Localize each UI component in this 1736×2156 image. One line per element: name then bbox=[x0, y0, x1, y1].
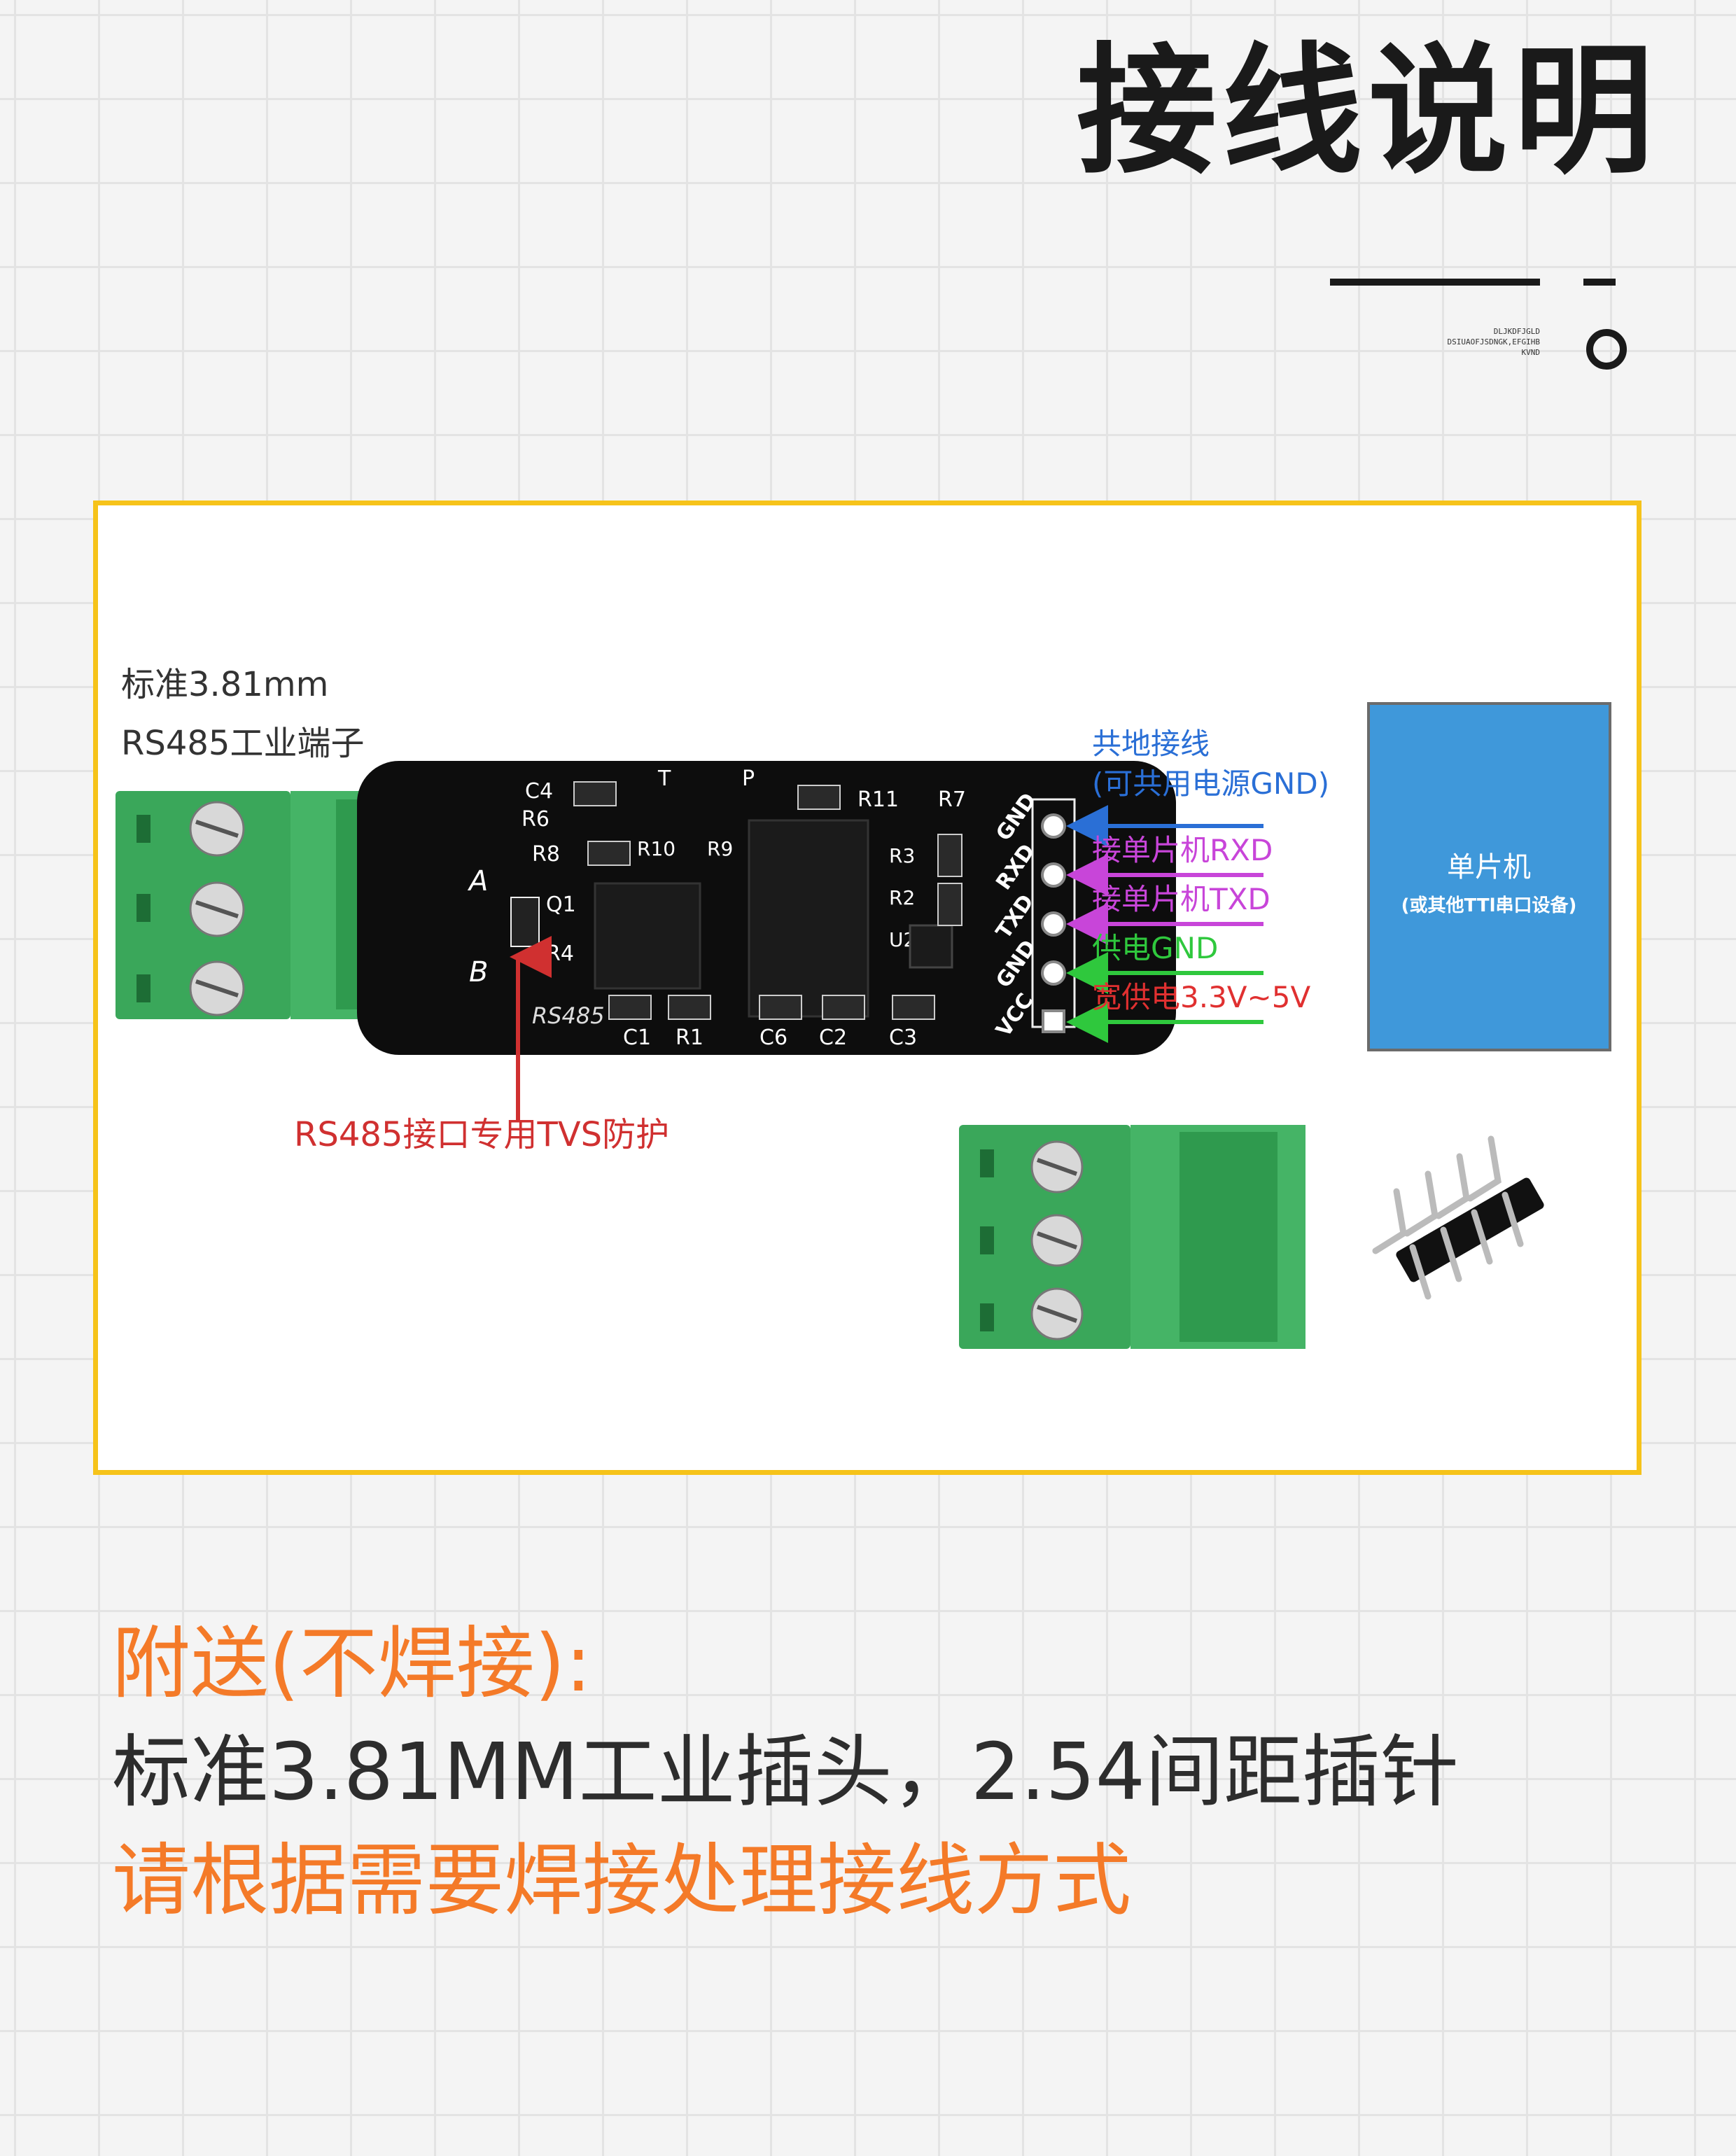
screw-icon bbox=[1030, 1140, 1084, 1194]
decorative-dash bbox=[1583, 279, 1616, 286]
accessory-description: 标准3.81MM工业插头，2.54间距插针 bbox=[112, 1727, 1460, 1818]
board-label-t: T bbox=[657, 766, 671, 791]
board-label-c6: C6 bbox=[760, 1026, 788, 1050]
board-label-c2: C2 bbox=[819, 1026, 847, 1050]
pin-hole bbox=[1041, 862, 1066, 888]
board-label-r8: R8 bbox=[532, 842, 560, 867]
screw-icon bbox=[1030, 1287, 1084, 1340]
board-label-r1: R1 bbox=[676, 1026, 704, 1050]
page-title: 接线说明 bbox=[1076, 30, 1659, 193]
board-label-c1: C1 bbox=[623, 1026, 651, 1050]
tvs-note: RS485接口专用TVS防护 bbox=[294, 1115, 669, 1154]
terminal-label-line2: RS485工业端子 bbox=[121, 724, 364, 763]
board-label-q1: Q1 bbox=[546, 892, 576, 917]
decorative-caption: DLJKDFJGLD DSIUAOFJSDNGK,EFGIHB KVND bbox=[1365, 326, 1540, 358]
soldering-note: 请根据需要焊接处理接线方式 bbox=[112, 1835, 1131, 1926]
pin-hole bbox=[1041, 911, 1066, 937]
deco-caption-line: KVND bbox=[1521, 348, 1541, 357]
board-label-r9: R9 bbox=[707, 837, 733, 860]
mcu-sublabel: (或其他TTl串口设备) bbox=[1401, 895, 1577, 916]
deco-caption-line: DSIUAOFJSDNGK,EFGIHB bbox=[1447, 337, 1540, 346]
pin-descriptions: 共地接线 (可共用电源GND) 接单片机RXD 接单片机TXD 供电GND 宽供… bbox=[1066, 727, 1329, 1043]
accessory-terminal-block bbox=[959, 1125, 1306, 1349]
pin-desc-gnd-power: 供电GND bbox=[1092, 931, 1218, 965]
screw-icon bbox=[189, 801, 245, 857]
board-label-r3: R3 bbox=[889, 844, 915, 867]
decorative-circle-icon bbox=[1586, 329, 1627, 370]
board-label-p: P bbox=[742, 766, 755, 791]
wiring-diagram: 标准3.81mm RS485工业端子 A B RS485 C4 R6 R8 Q1… bbox=[115, 665, 1611, 1349]
pin-desc-rxd: 接单片机RXD bbox=[1092, 833, 1273, 867]
board-label-r10: R10 bbox=[637, 837, 676, 860]
wiring-diagram-panel: 标准3.81mm RS485工业端子 A B RS485 C4 R6 R8 Q1… bbox=[93, 500, 1642, 1475]
board-label-c3: C3 bbox=[889, 1026, 917, 1050]
decorative-line bbox=[1330, 279, 1540, 286]
board-label-r7: R7 bbox=[938, 788, 966, 812]
deco-caption-line: DLJKDFJGLD bbox=[1493, 327, 1540, 336]
tvs-diode bbox=[510, 897, 540, 947]
board-label-b: B bbox=[469, 956, 488, 988]
pin-desc-vcc: 宽供电3.3V~5V bbox=[1092, 980, 1310, 1014]
mcu-box: 单片机 (或其他TTl串口设备) bbox=[1367, 702, 1611, 1051]
board-label-r2: R2 bbox=[889, 886, 915, 909]
board-label-c4: C4 bbox=[525, 779, 553, 804]
pin-desc-gnd-line1: 共地接线 bbox=[1092, 727, 1210, 761]
mcu-label: 单片机 bbox=[1447, 851, 1531, 883]
terminal-label-line1: 标准3.81mm bbox=[121, 665, 328, 704]
pin-desc-gnd-line2: (可共用电源GND) bbox=[1092, 766, 1329, 801]
accessory-heading: 附送(不焊接): bbox=[112, 1618, 592, 1709]
pin-hole-square bbox=[1042, 1009, 1065, 1033]
screw-icon bbox=[189, 960, 245, 1016]
pin-header-icon bbox=[1372, 1135, 1544, 1300]
pin-hole bbox=[1041, 813, 1066, 839]
board-label-r6: R6 bbox=[522, 807, 550, 832]
board-label-r11: R11 bbox=[858, 788, 899, 812]
pin-desc-txd: 接单片机TXD bbox=[1092, 882, 1270, 916]
screw-icon bbox=[189, 881, 245, 937]
board-label-r4: R4 bbox=[546, 941, 574, 966]
board-label-a: A bbox=[467, 865, 488, 897]
pin-hole bbox=[1041, 960, 1066, 986]
screw-icon bbox=[1030, 1214, 1084, 1267]
board-model-label: RS485 bbox=[532, 1002, 605, 1029]
pcb-board: A B RS485 C4 R6 R8 Q1 R4 R11 R7 R10 R9 R… bbox=[357, 761, 1176, 1055]
